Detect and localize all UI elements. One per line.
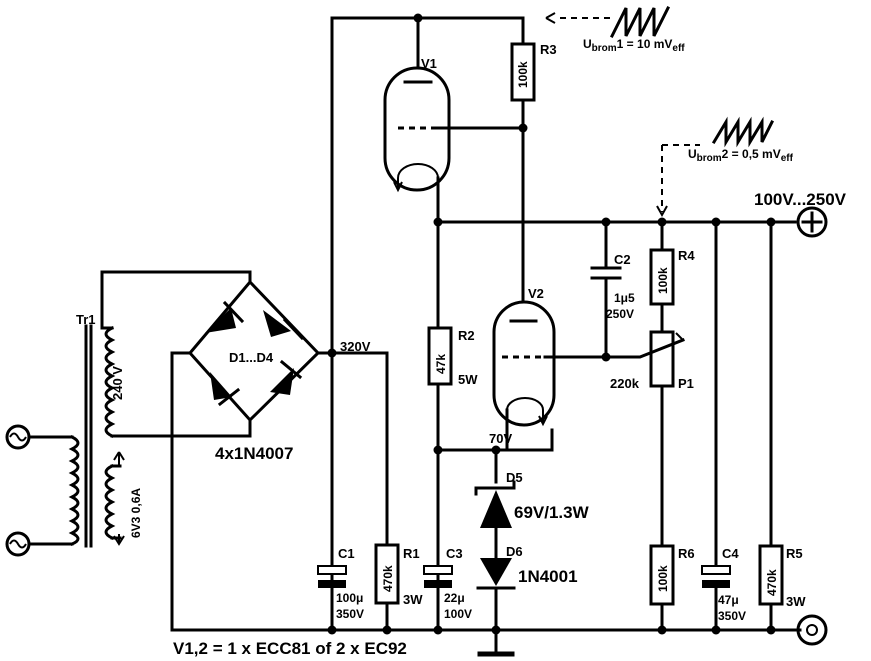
tr-primary-voltage-label: 240 V	[110, 366, 125, 400]
node-70v-label: 70V	[489, 431, 512, 446]
capacitor-c4	[701, 565, 731, 588]
ripple2-label: Ubrom2 = 0,5 mVeff	[688, 147, 794, 164]
d5-label: D5	[506, 470, 523, 485]
v2-label: V2	[528, 286, 544, 301]
ac-source-top	[5, 424, 31, 450]
r1-label: R1	[403, 546, 420, 561]
c2-label: C2	[614, 252, 631, 267]
tr-heater-label: 6V3 0,6A	[129, 488, 143, 538]
p1-value: 220k	[610, 376, 640, 391]
diode-d6	[476, 558, 516, 590]
c3-label: C3	[446, 546, 463, 561]
d5-value: 69V/1.3W	[514, 503, 590, 522]
r4-value: 100k	[656, 267, 670, 294]
node-320v-label: 320V	[340, 339, 371, 354]
bridge-type-label: 4x1N4007	[215, 444, 293, 463]
c4-label: C4	[722, 546, 739, 561]
c3-value: 22μ	[444, 591, 465, 605]
tr1-label: Tr1	[76, 312, 96, 327]
r1-watt: 3W	[403, 592, 423, 607]
ac-source-bottom	[5, 531, 31, 557]
transformer-core	[84, 324, 93, 548]
d6-value: 1N4001	[518, 567, 578, 586]
capacitor-c3	[423, 565, 453, 588]
r5-watt: 3W	[786, 594, 806, 609]
output-plus-terminal	[796, 206, 828, 238]
r2-value: 47k	[434, 354, 448, 374]
tube-v2	[492, 300, 556, 427]
r4-label: R4	[678, 248, 695, 263]
c1-value: 100μ	[336, 591, 363, 605]
potentiometer-p1	[649, 330, 675, 388]
output-voltage-label: 100V...250V	[754, 190, 847, 209]
r1-value: 470k	[381, 565, 395, 592]
r5-label: R5	[786, 546, 803, 561]
p1-label: P1	[678, 376, 694, 391]
resistor-r2	[427, 326, 453, 386]
zener-diode-d5	[474, 480, 516, 528]
r3-label: R3	[540, 42, 557, 57]
r3-value: 100k	[516, 61, 530, 88]
c1-voltage: 350V	[336, 607, 364, 621]
bridge-label: D1...D4	[229, 350, 274, 365]
ripple-sawtooth-2	[656, 116, 775, 218]
d6-label: D6	[506, 544, 523, 559]
r5-value: 470k	[765, 569, 779, 596]
r2-watt: 5W	[458, 372, 478, 387]
ripple1-label: Ubrom1 = 10 mVeff	[583, 37, 685, 54]
r6-value: 100k	[656, 565, 670, 592]
v1-label: V1	[421, 56, 437, 71]
c1-label: C1	[338, 546, 355, 561]
c4-voltage: 350V	[718, 609, 746, 623]
bridge-rectifier	[188, 279, 321, 423]
output-zero-terminal	[796, 614, 828, 646]
capacitor-c1	[317, 565, 347, 588]
transformer-heater-winding	[104, 463, 116, 541]
transformer-secondary-hv	[104, 325, 116, 439]
r2-label: R2	[458, 328, 475, 343]
c4-value: 47μ	[718, 593, 739, 607]
r6-label: R6	[678, 546, 695, 561]
transformer-primary-winding	[68, 434, 80, 546]
c2-value: 1μ5	[614, 291, 635, 305]
ripple-sawtooth-1	[545, 5, 671, 39]
tube-note: V1,2 = 1 x ECC81 of 2 x EC92	[173, 639, 407, 658]
c2-voltage: 250V	[606, 307, 634, 321]
c3-voltage: 100V	[444, 607, 472, 621]
